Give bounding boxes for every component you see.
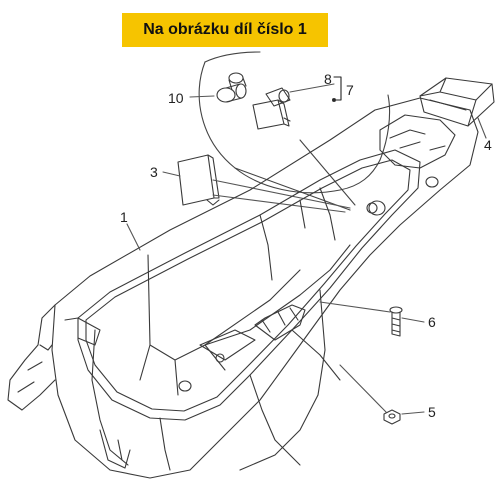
leader-8 — [289, 83, 335, 93]
part-8-clip — [252, 87, 291, 130]
part-1-hinge-area — [379, 114, 456, 169]
part-1-inner-rim — [77, 149, 421, 421]
label-bracket — [333, 76, 342, 101]
part-6-guide — [319, 301, 391, 313]
part-1-hole-3 — [425, 176, 439, 188]
part-6-screw — [389, 306, 403, 337]
callout-label-4: 4 — [484, 137, 492, 153]
part-10-plug — [216, 72, 247, 103]
part-1-tub-floor — [204, 244, 351, 346]
banner-title: Na obrázku díl číslo 1 — [122, 13, 328, 47]
callout-label-6: 6 — [428, 314, 436, 330]
part-1-tub-wall-mid — [139, 344, 226, 396]
part-1-front-skirt — [7, 304, 56, 411]
part-1-hinge-detail — [389, 129, 446, 151]
part-1-divider-rib — [199, 329, 256, 361]
part-1-tub-back — [259, 187, 336, 281]
detail-circle-top — [204, 51, 261, 63]
callout-label-10: 10 — [168, 90, 184, 106]
part-1-divider-front-2 — [261, 307, 299, 333]
leader-1 — [126, 223, 141, 251]
part-1-front-skirt-2 — [17, 344, 53, 393]
leader-4 — [477, 117, 487, 139]
part-1-lower-shell — [239, 289, 326, 471]
part-1-inner-rim-2 — [85, 159, 411, 412]
part-1-hole-1 — [368, 200, 386, 216]
callout-label-5: 5 — [428, 404, 436, 420]
leader-3 — [162, 171, 181, 177]
callout-label-7: 7 — [346, 82, 354, 98]
detail-circle-right — [379, 94, 391, 161]
leader-7-dot — [331, 97, 337, 103]
part-1-hole-2 — [366, 202, 378, 214]
leader-6 — [401, 317, 425, 323]
callout-label-1: 1 — [120, 209, 128, 225]
detail-leader-2 — [234, 167, 351, 211]
part-5-nut — [383, 409, 401, 425]
part-1-tub-wall-left — [147, 254, 301, 361]
detail-circle — [198, 61, 381, 194]
callout-label-3: 3 — [150, 164, 158, 180]
part-1-outer-rim — [51, 97, 479, 479]
part-3-pad — [177, 154, 220, 206]
leader-10 — [189, 95, 215, 98]
detail-leader-1 — [299, 139, 356, 206]
part-4-block — [419, 77, 495, 127]
part-1-divider-front — [254, 304, 306, 341]
callout-label-8: 8 — [324, 71, 332, 87]
part-1-rim-flange-left — [64, 317, 101, 346]
part-5-guide — [339, 364, 387, 413]
leader-5 — [401, 411, 425, 415]
part-1-hole-4 — [178, 380, 192, 392]
part-1-bottom-tabs — [99, 429, 131, 469]
part-1-hole-5 — [215, 353, 225, 363]
part-1-lower-body — [91, 329, 341, 471]
